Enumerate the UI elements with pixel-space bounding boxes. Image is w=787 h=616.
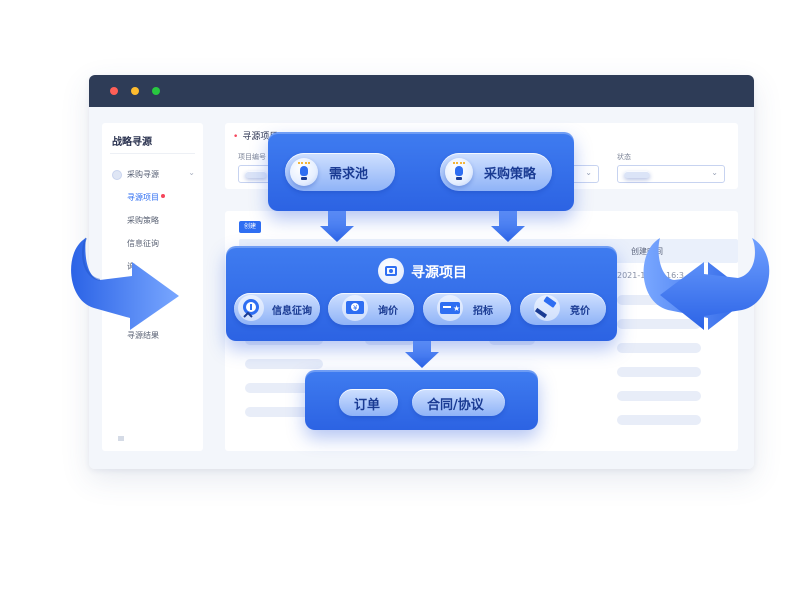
section-title: •寻源项目: [233, 132, 279, 142]
placeholder-row: [617, 415, 701, 425]
sidebar-item-inquiry-2[interactable]: 询: [127, 285, 135, 294]
method-info-inquiry-pill[interactable]: 信息征询: [234, 293, 320, 325]
create-button[interactable]: 创建: [239, 221, 262, 233]
method-label: 招标: [473, 306, 493, 317]
field-label-status: 状态: [617, 153, 631, 161]
placeholder-row: [617, 391, 701, 401]
chevron-down-icon: ⌄: [711, 168, 718, 177]
demand-strategy-box: 需求池 采购策略: [268, 132, 574, 211]
svg-text:¥: ¥: [353, 304, 358, 312]
auction-icon: [534, 293, 564, 323]
collapse-icon[interactable]: [118, 436, 124, 441]
search-doc-icon: [378, 258, 404, 284]
bulb-icon: [290, 158, 318, 186]
placeholder-row: [617, 367, 701, 377]
close-window-button[interactable]: [110, 87, 118, 95]
placeholder-row: [617, 295, 701, 305]
status-select[interactable]: ⌄: [617, 165, 725, 183]
bulb-icon: [445, 158, 473, 186]
placeholder-row: [617, 343, 701, 353]
procurement-strategy-pill[interactable]: 采购策略: [440, 153, 552, 191]
procurement-strategy-label: 采购策略: [484, 167, 537, 182]
placeholder-row: [245, 407, 323, 417]
sidebar-item-inquiry-1[interactable]: 询: [127, 262, 135, 271]
sidebar-group-procurement[interactable]: 采购寻源 ⌄: [110, 168, 197, 182]
sidebar-item-inquiry-3[interactable]: 询: [127, 308, 135, 317]
sidebar-item-sourcing-project[interactable]: 寻源项目: [127, 193, 159, 202]
sidebar-title: 战略寻源: [112, 137, 152, 148]
sourcing-project-title: 寻源项目: [411, 265, 467, 281]
minimize-window-button[interactable]: [131, 87, 139, 95]
method-label: 询价: [378, 306, 398, 317]
svg-text:★: ★: [453, 304, 460, 313]
bid-icon: ★: [437, 293, 467, 323]
output-box: 订单 合同/协议: [305, 370, 538, 430]
chevron-down-icon: ⌄: [188, 168, 195, 177]
placeholder-row: [245, 359, 323, 369]
sidebar: 战略寻源 采购寻源 ⌄ 寻源项目 采购策略 信息征询 询 询 询 寻源结果: [102, 123, 203, 451]
method-label: 竞价: [570, 306, 590, 317]
method-label: 信息征询: [272, 306, 312, 317]
window-titlebar: [89, 75, 754, 107]
method-auction-pill[interactable]: 竞价: [520, 293, 606, 325]
order-label: 订单: [354, 398, 381, 413]
method-bid-pill[interactable]: ★ 招标: [423, 293, 511, 325]
price-inquiry-icon: ¥: [342, 293, 372, 323]
sourcing-project-box: 信息征询 ¥ 询价 ★ 招标: [226, 246, 617, 341]
method-price-inquiry-pill[interactable]: ¥ 询价: [328, 293, 414, 325]
placeholder-row: [617, 319, 701, 329]
sidebar-group-label: 采购寻源: [127, 170, 159, 179]
demand-pool-label: 需求池: [329, 167, 369, 182]
sidebar-item-results[interactable]: 寻源结果: [127, 331, 159, 340]
chevron-down-icon: ⌄: [585, 168, 592, 177]
table-cell-created: 2021-10-12 16:3: [617, 271, 684, 280]
info-inquiry-icon: [238, 293, 268, 323]
notification-dot: [161, 194, 165, 198]
placeholder-row: [245, 383, 323, 393]
sidebar-divider: [110, 153, 195, 154]
field-label-project-no: 项目编号: [238, 153, 266, 161]
demand-pool-pill[interactable]: 需求池: [285, 153, 395, 191]
order-pill[interactable]: 订单: [339, 389, 398, 416]
contract-label: 合同/协议: [427, 398, 484, 413]
sidebar-item-strategy[interactable]: 采购策略: [127, 216, 159, 225]
column-header-created: 创建时间: [631, 247, 663, 256]
maximize-window-button[interactable]: [152, 87, 160, 95]
group-icon: [112, 170, 122, 180]
contract-pill[interactable]: 合同/协议: [412, 389, 505, 416]
sidebar-item-info-inquiry[interactable]: 信息征询: [127, 239, 159, 248]
